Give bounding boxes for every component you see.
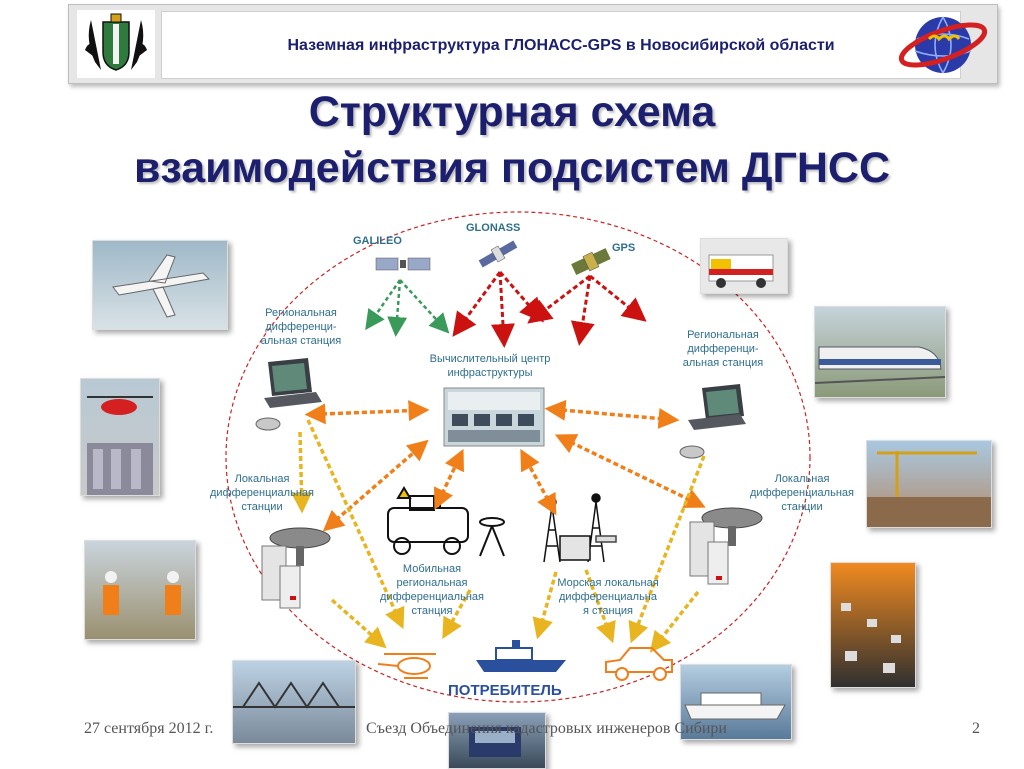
data-exchange-arrows [304,399,706,532]
helicopter-photo [80,378,160,496]
highway-traffic-photo [830,562,916,688]
glonass-label: GLONASS [466,222,521,234]
galileo-label: GALILEO [353,235,402,247]
ambulance-photo [700,238,788,294]
cruise-ship-icon [684,692,786,720]
consumer-helicopter-icon [377,653,436,679]
gps-label: GPS [612,242,636,254]
computing-center-image [443,387,545,447]
crane-icon [867,451,991,527]
bridge-icon [233,681,355,709]
bridge-photo [232,660,356,744]
footer-date: 27 сентября 2012 г. [84,720,214,737]
consumer-delivery-arrows [291,419,706,653]
surveyors-icon [103,571,181,615]
galileo-signal-arrows [365,279,450,337]
helicopter-icon [87,396,153,495]
marine-station-towers-icon [543,493,617,563]
header-title: Наземная инфраструктура ГЛОНАСС-GPS в Но… [287,37,835,54]
local-station-right-icon [689,507,763,585]
gps-satellite-icon [571,248,611,276]
regional-station-right-laptop-icon [679,384,746,459]
consumer-ship-icon [476,640,566,672]
glonass-satellite-icon [478,240,518,268]
galileo-satellite-icon [375,257,431,271]
construction-photo [866,440,992,528]
truck-photo [448,712,546,769]
system-boundary-ellipse [225,211,811,703]
train-photo [814,306,946,398]
truck-icon [469,727,521,757]
header-banner: Наземная инфраструктура ГЛОНАСС-GPS в Но… [68,4,998,84]
page-title-line-2: взаимодействия подсистем ДГНСС [133,144,891,192]
ambulance-icon [708,254,774,288]
consumer-label: ПОТРЕБИТЕЛЬ [448,682,562,699]
surveyors-photo [84,540,196,640]
mobile-station-vehicle-icon [387,486,505,557]
ssga-globe-logo [898,16,988,74]
aircraft-photo [92,240,228,330]
cruise-ship-photo [680,664,792,740]
local-station-left-icon [261,527,331,609]
page-title-line-1: Структурная схема [308,88,716,136]
traffic-icon [841,603,901,673]
header-title-box: Наземная инфраструктура ГЛОНАСС-GPS в Но… [161,11,961,79]
footer-page-number: 2 [972,720,980,737]
airplane-icon [112,254,211,318]
train-icon [815,346,945,384]
footer-event: Съезд Объединения кадастровых инженеров … [366,720,727,737]
regional-station-left-laptop-icon [255,358,322,431]
glonass-gps-signal-arrows [452,271,647,348]
coat-of-arms-icon [77,10,155,78]
consumer-car-icon [605,647,673,681]
